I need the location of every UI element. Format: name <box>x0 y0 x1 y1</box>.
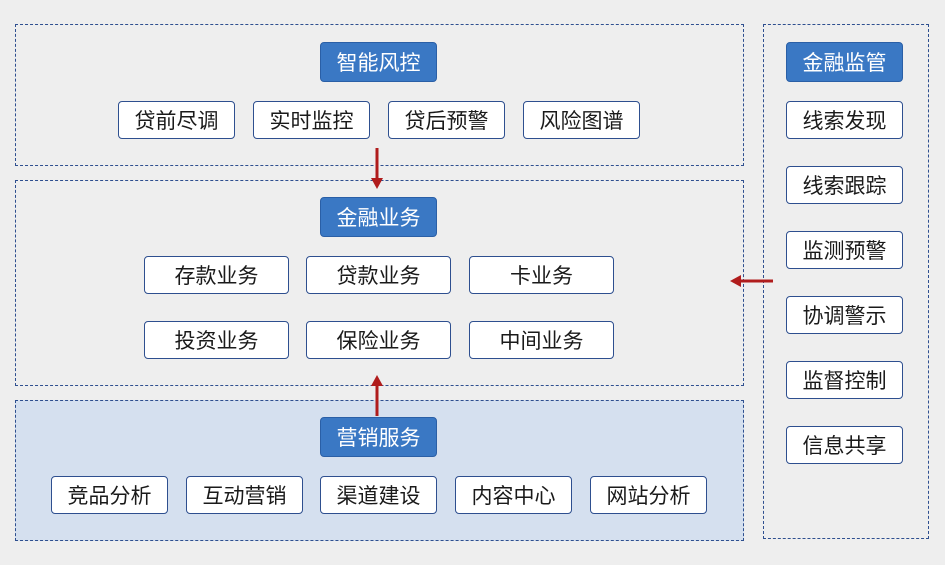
risk-control-title: 智能风控 <box>320 42 437 82</box>
arrow-supervision-to-business <box>730 275 773 287</box>
marketing-item-content: 内容中心 <box>455 476 572 514</box>
risk-item-pre-loan: 贷前尽调 <box>118 101 235 139</box>
supervision-item-clue-discovery: 线索发现 <box>786 101 903 139</box>
supervision-item-coordinate-warning: 协调警示 <box>786 296 903 334</box>
risk-item-risk-graph: 风险图谱 <box>523 101 640 139</box>
business-item-deposit: 存款业务 <box>144 256 289 294</box>
risk-item-post-loan: 贷后预警 <box>388 101 505 139</box>
supervision-item-monitor-alert: 监测预警 <box>786 231 903 269</box>
financial-supervision-title: 金融监管 <box>786 42 903 82</box>
risk-control-panel <box>15 24 744 166</box>
risk-item-realtime-monitor: 实时监控 <box>253 101 370 139</box>
business-item-insurance: 保险业务 <box>306 321 451 359</box>
marketing-item-website: 网站分析 <box>590 476 707 514</box>
marketing-title: 营销服务 <box>320 417 437 457</box>
arrow-marketing-to-business <box>371 375 383 416</box>
business-item-intermediary: 中间业务 <box>469 321 614 359</box>
arrow-risk-to-business <box>371 148 383 189</box>
marketing-item-competitor: 竞品分析 <box>51 476 168 514</box>
marketing-item-channel: 渠道建设 <box>320 476 437 514</box>
supervision-item-supervision-control: 监督控制 <box>786 361 903 399</box>
supervision-item-clue-tracking: 线索跟踪 <box>786 166 903 204</box>
supervision-item-info-sharing: 信息共享 <box>786 426 903 464</box>
business-item-loan: 贷款业务 <box>306 256 451 294</box>
marketing-item-interactive: 互动营销 <box>186 476 303 514</box>
business-item-investment: 投资业务 <box>144 321 289 359</box>
financial-business-title: 金融业务 <box>320 197 437 237</box>
business-item-card: 卡业务 <box>469 256 614 294</box>
